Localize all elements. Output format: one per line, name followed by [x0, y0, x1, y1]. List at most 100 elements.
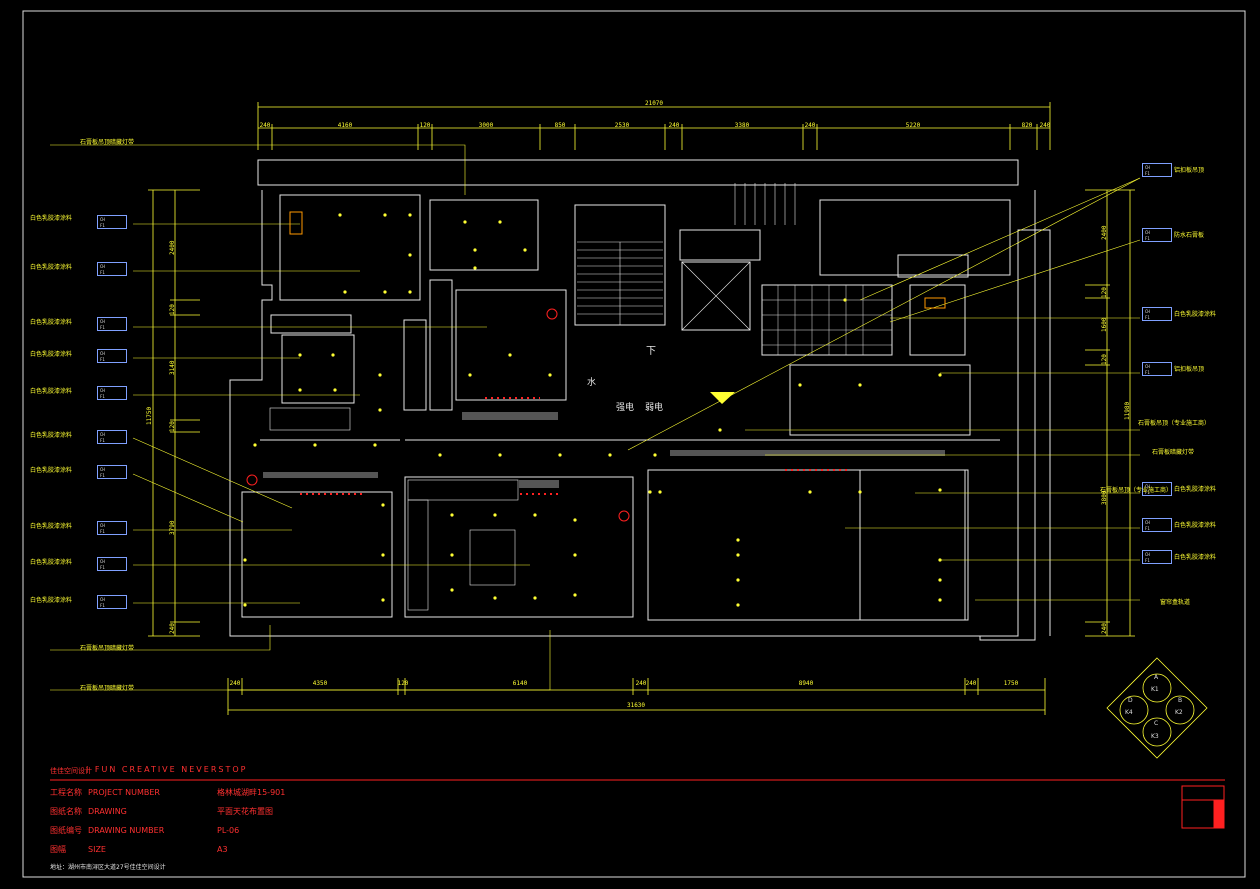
top-dim: 240	[668, 122, 680, 129]
downlights	[243, 213, 942, 607]
left-note: 白色乳胶漆涂料	[30, 215, 73, 222]
row-value: A3	[217, 845, 228, 854]
right-note: 窗帘盒轨道	[1160, 599, 1191, 606]
tag-code: CH	[1145, 552, 1150, 557]
tag-code: F1	[1145, 558, 1150, 563]
row-label-cn: 图幅	[50, 845, 66, 854]
compass-label: A	[1154, 674, 1159, 681]
tag-code: F1	[1145, 526, 1150, 531]
row-value: PL-06	[217, 826, 240, 835]
left-note: 白色乳胶漆涂料	[30, 388, 73, 395]
tag-code: CH	[100, 467, 105, 472]
right-dim: 1600	[1101, 317, 1108, 332]
compass-label: D	[1128, 697, 1133, 704]
left-dim: 3790	[169, 520, 176, 535]
bottom-dim: 4350	[312, 680, 328, 687]
tag-code: F1	[100, 223, 105, 228]
tag-code: F1	[100, 529, 105, 534]
left-note: 白色乳胶漆涂料	[30, 559, 73, 566]
left-note: 白色乳胶漆涂料	[30, 319, 73, 326]
tag-code: CH	[1145, 165, 1150, 170]
address: 地址：湖州市南浔区大道27号佳佳空间设计	[50, 864, 166, 871]
tag-code: CH	[1145, 309, 1150, 314]
left-note: 白色乳胶漆涂料	[30, 432, 73, 439]
exhaust-fans	[289, 211, 946, 309]
cabinets	[269, 407, 519, 611]
right-total-dim: 11980	[1124, 401, 1131, 420]
compass-label: K2	[1175, 709, 1183, 716]
compass-rose	[1106, 657, 1208, 759]
tag-code: CH	[100, 264, 105, 269]
left-total-dim: 11750	[146, 406, 153, 425]
room-label: 强电	[616, 403, 635, 413]
top-dim: 5220	[905, 122, 921, 129]
row-label-en: SIZE	[88, 845, 106, 854]
bottom-dim: 120	[397, 680, 409, 687]
walls	[229, 159, 1051, 641]
bottom-total-dim: 31630	[626, 702, 646, 709]
room-label: 下	[646, 346, 656, 357]
light-troughs	[263, 412, 945, 488]
tag-code: CH	[100, 217, 105, 222]
tag-code: CH	[100, 597, 105, 602]
company-name: 佳佳空间设计	[50, 767, 92, 775]
tag-code: F1	[100, 473, 105, 478]
left-dim: 2400	[169, 240, 176, 255]
top-dim: 240	[804, 122, 816, 129]
row-label-cn: 图纸名称	[50, 807, 82, 816]
right-dim: 240	[1101, 623, 1108, 634]
row-label-en: DRAWING NUMBER	[88, 826, 165, 835]
tag-code: CH	[1145, 364, 1150, 369]
left-note: 白色乳胶漆涂料	[30, 597, 73, 604]
tag-code: CH	[100, 432, 105, 437]
right-dim: 2400	[1101, 225, 1108, 240]
tag-code: F1	[100, 357, 105, 362]
leaders	[50, 144, 1141, 691]
right-dimension	[1085, 189, 1135, 637]
left-note: 白色乳胶漆涂料	[30, 467, 73, 474]
left-callout: 石膏板吊顶暗藏灯带	[80, 685, 135, 692]
tag-code: CH	[1145, 230, 1150, 235]
left-callout: 石膏板吊顶暗藏灯带	[80, 645, 135, 652]
right-dim: 120	[1101, 287, 1108, 298]
bottom-dim: 6140	[512, 680, 528, 687]
left-dim: 120	[169, 304, 176, 315]
right-note: 铝扣板吊顶	[1174, 167, 1205, 174]
bottom-dim: 1750	[1003, 680, 1019, 687]
left-dim: 120	[169, 421, 176, 432]
tag-code: F1	[100, 565, 105, 570]
top-dim: 3380	[734, 122, 750, 129]
top-dim: 850	[554, 122, 566, 129]
tag-code: CH	[100, 319, 105, 324]
stairs	[577, 183, 796, 331]
tag-code: F1	[1145, 171, 1150, 176]
room-label: 弱电	[645, 403, 664, 413]
tag-code: CH	[1145, 484, 1150, 489]
tag-code: F1	[1145, 490, 1150, 495]
left-callout: 石膏板吊顶暗藏灯带	[80, 139, 135, 146]
tag-code: CH	[100, 388, 105, 393]
compass-label: K3	[1151, 733, 1159, 740]
right-note: 白色乳胶漆涂料	[1174, 522, 1217, 529]
row-label-cn: 工程名称	[50, 788, 82, 797]
left-note: 白色乳胶漆涂料	[30, 264, 73, 271]
row-value: 平面天花布置图	[217, 807, 273, 816]
tag-code: F1	[1145, 370, 1150, 375]
bottom-dim: 240	[965, 680, 977, 687]
red-fixtures	[246, 308, 850, 522]
top-dim: 820	[1021, 122, 1033, 129]
top-dim: 120	[419, 122, 431, 129]
